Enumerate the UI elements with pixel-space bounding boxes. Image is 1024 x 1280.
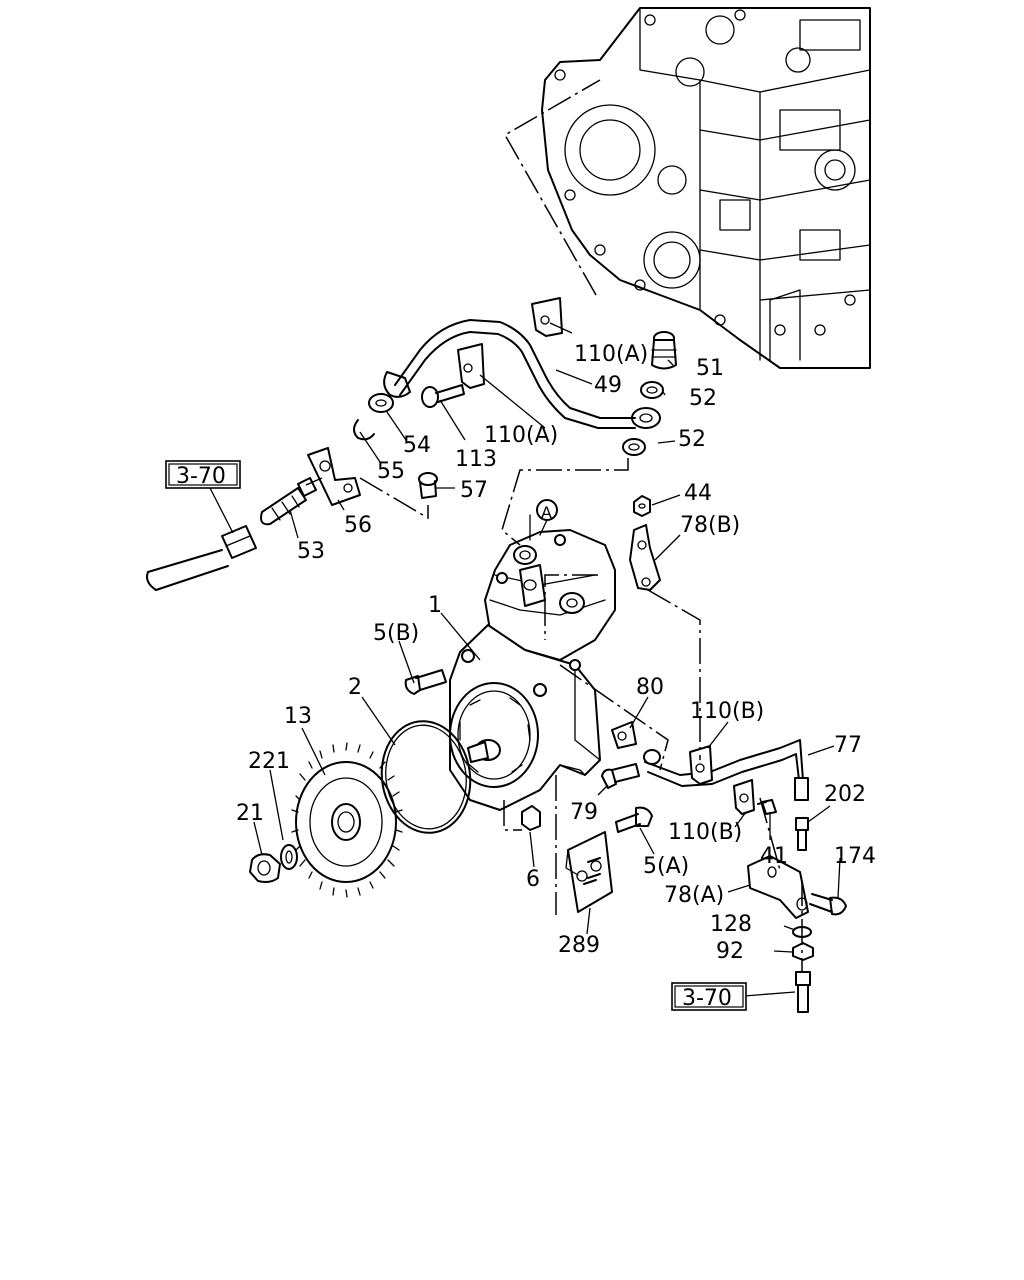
part-label: 2	[348, 675, 362, 700]
bracket-78a	[747, 855, 809, 919]
reference-box-label: 3-70	[176, 464, 226, 489]
bolt-113	[421, 384, 465, 408]
part-label: 110(A)	[484, 423, 558, 448]
bolt-57	[418, 472, 438, 499]
assembly-centre-lines	[305, 79, 803, 972]
pipe-clip-b1	[689, 745, 713, 785]
bolt-79	[601, 763, 640, 789]
part-label: 49	[594, 373, 622, 398]
feed-pipe-left	[146, 525, 257, 591]
part-label: 51	[696, 356, 724, 381]
part-label: 55	[377, 459, 405, 484]
engine-block-drawing	[541, 7, 871, 369]
part-label: 53	[297, 539, 325, 564]
bolt-5b	[404, 669, 447, 695]
gear-nut	[249, 853, 281, 883]
oil-pipe	[383, 319, 661, 429]
bolt-5a	[615, 806, 653, 833]
delivery-pipe	[643, 739, 809, 801]
part-label: 78(B)	[680, 513, 740, 538]
part-label: 52	[678, 427, 706, 452]
part-label: 5(B)	[373, 621, 419, 646]
part-labels: 110(A) 51 49 52 110(A) 52 54 113 55 57 4…	[236, 342, 876, 964]
part-label: 128	[710, 912, 752, 937]
part-label: 56	[344, 513, 372, 538]
nut-92	[792, 942, 814, 961]
part-label: 57	[460, 478, 488, 503]
bracket-289	[565, 831, 613, 913]
part-label: 202	[824, 782, 866, 807]
bracket-78b	[629, 524, 661, 591]
part-label: 5(A)	[643, 854, 689, 879]
pipe-clip-upper	[531, 297, 563, 337]
part-label: 13	[284, 704, 312, 729]
fitting-lower	[795, 971, 811, 1013]
reference-box-lower: 3-70	[671, 982, 747, 1011]
bolt-174	[809, 893, 847, 916]
reference-marker-label: A	[541, 503, 552, 522]
part-label: 6	[526, 867, 540, 892]
part-label: 110(B)	[668, 820, 742, 845]
fitting-53	[260, 477, 317, 526]
part-label: 54	[403, 433, 431, 458]
part-label: 79	[570, 800, 598, 825]
part-label: 80	[636, 675, 664, 700]
o-ring	[380, 720, 472, 834]
clip-80	[611, 721, 637, 749]
part-label: 44	[684, 481, 712, 506]
part-label: 289	[558, 933, 600, 958]
part-label: 174	[834, 844, 876, 869]
nut-6	[521, 805, 541, 831]
gear-washer	[280, 844, 298, 870]
part-label: 77	[834, 733, 862, 758]
fitting-202	[795, 817, 809, 851]
part-label: 113	[455, 447, 497, 472]
sealing-washer-upper	[640, 381, 664, 399]
part-label: 110(B)	[690, 699, 764, 724]
nut-44	[633, 495, 651, 517]
part-label: 1	[428, 593, 442, 618]
bracket-56	[307, 447, 361, 506]
pipe-clip-lower	[457, 343, 485, 389]
part-label: 110(A)	[574, 342, 648, 367]
reference-box-upper: 3-70	[165, 460, 241, 489]
part-label: 221	[248, 749, 290, 774]
pipe-clip-b2	[733, 779, 755, 815]
reference-box-label: 3-70	[682, 986, 732, 1011]
drive-gear	[291, 742, 403, 898]
leader-lines	[209, 322, 841, 997]
part-label: 52	[689, 386, 717, 411]
sealing-washer-lower	[622, 438, 646, 456]
part-label: 21	[236, 801, 264, 826]
part-label: 78(A)	[664, 883, 724, 908]
air-compressor	[449, 514, 616, 811]
part-label: 41	[760, 844, 788, 869]
nut-54	[368, 393, 394, 413]
ring-55	[353, 419, 375, 441]
banjo-bolt	[651, 331, 677, 370]
reference-marker-a: A	[536, 499, 558, 536]
part-label: 92	[716, 939, 744, 964]
